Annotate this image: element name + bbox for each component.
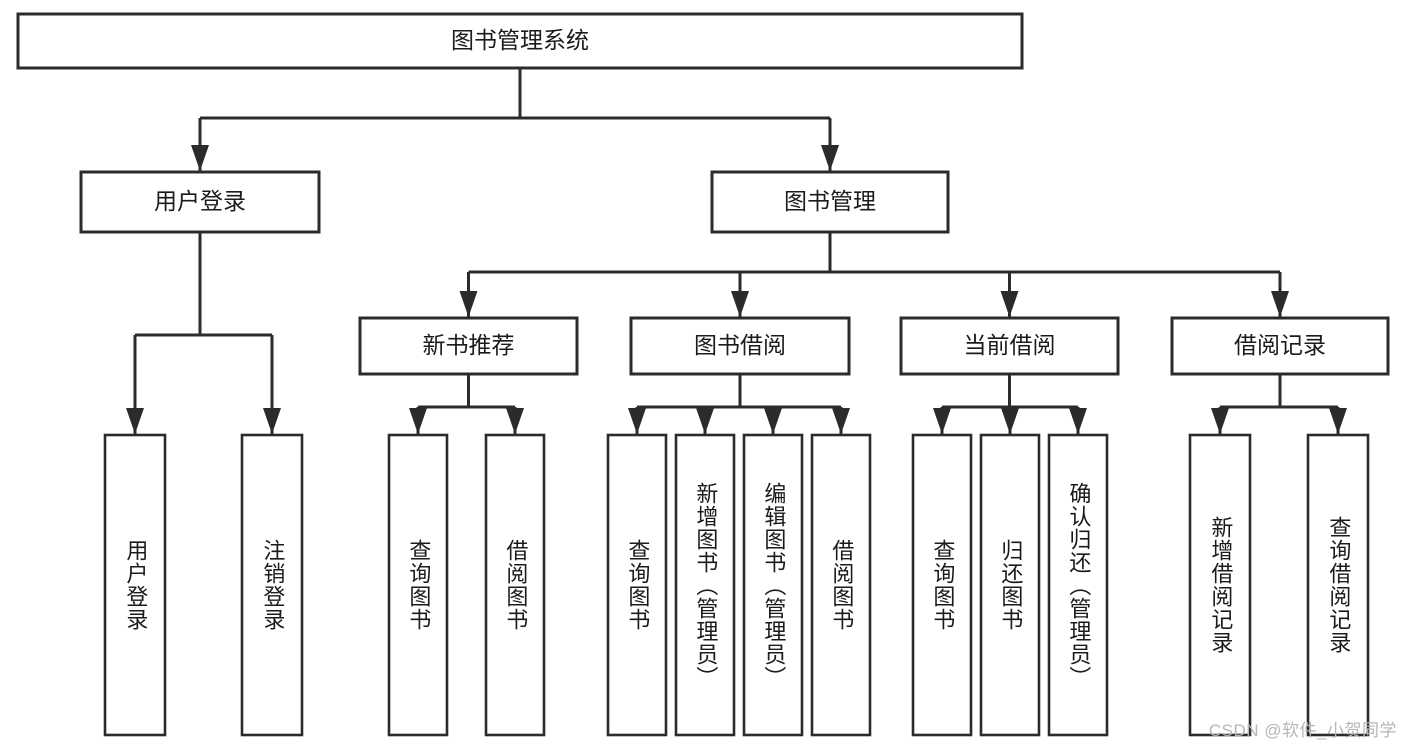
- connector-arrowhead: [764, 408, 782, 434]
- connector-arrowhead: [409, 408, 427, 434]
- node-leaf-12-rect[interactable]: [1306, 433, 1370, 737]
- connector-arrowhead: [1271, 291, 1289, 317]
- node-level1-0-rect[interactable]: [79, 170, 321, 234]
- connector-arrowhead: [1001, 408, 1019, 434]
- connector-arrowhead: [832, 408, 850, 434]
- node-leaf-11-rect[interactable]: [1188, 433, 1252, 737]
- node-leaf-7[interactable]: [810, 433, 872, 737]
- connector-arrowhead: [263, 408, 281, 434]
- node-leaf-2-rect[interactable]: [387, 433, 449, 737]
- node-leaf-5[interactable]: [674, 433, 736, 737]
- node-leaf-9-rect[interactable]: [979, 433, 1041, 737]
- node-level2-0-label: 新书推荐: [423, 332, 515, 358]
- connector-arrowhead: [628, 408, 646, 434]
- node-level1-1-rect[interactable]: [710, 170, 950, 234]
- node-level2-1-rect[interactable]: [629, 316, 851, 376]
- connector-arrowhead: [933, 408, 951, 434]
- node-leaf-3[interactable]: [484, 433, 546, 737]
- node-leaf-8[interactable]: [911, 433, 973, 737]
- connector-arrowhead: [1211, 408, 1229, 434]
- node-leaf-9[interactable]: [979, 433, 1041, 737]
- node-root-rect[interactable]: [16, 12, 1024, 70]
- node-leaf-7-rect[interactable]: [810, 433, 872, 737]
- connector-arrowhead: [126, 408, 144, 434]
- connector-arrowhead: [1329, 408, 1347, 434]
- connector-arrowhead: [696, 408, 714, 434]
- node-leaf-5-rect[interactable]: [674, 433, 736, 737]
- node-level2-1-label: 图书借阅: [694, 332, 786, 358]
- node-leaf-1[interactable]: [240, 433, 304, 737]
- node-leaf-0-rect[interactable]: [103, 433, 167, 737]
- node-level1-0-label: 用户登录: [154, 188, 246, 214]
- watermark-text: CSDN @软件_小贺同学: [1208, 721, 1397, 740]
- node-leaf-2[interactable]: [387, 433, 449, 737]
- connector-arrowhead: [1000, 291, 1019, 317]
- node-leaf-3-rect[interactable]: [484, 433, 546, 737]
- node-level2-2-rect[interactable]: [899, 316, 1120, 376]
- node-level2-2[interactable]: [899, 316, 1120, 376]
- box-layer: [16, 12, 1390, 737]
- node-leaf-12[interactable]: [1306, 433, 1370, 737]
- node-level2-3[interactable]: [1170, 316, 1390, 376]
- node-level2-0[interactable]: [358, 316, 579, 376]
- connector-arrowhead: [1069, 408, 1087, 434]
- node-level1-1-label: 图书管理: [784, 188, 876, 214]
- node-level2-2-label: 当前借阅: [964, 332, 1056, 358]
- node-leaf-0[interactable]: [103, 433, 167, 737]
- node-leaf-4-rect[interactable]: [606, 433, 668, 737]
- node-root-label: 图书管理系统: [451, 27, 589, 53]
- node-level2-1[interactable]: [629, 316, 851, 376]
- node-level2-3-label: 借阅记录: [1234, 332, 1326, 358]
- node-leaf-11[interactable]: [1188, 433, 1252, 737]
- node-leaf-6[interactable]: [742, 433, 804, 737]
- node-level2-0-rect[interactable]: [358, 316, 579, 376]
- node-leaf-4[interactable]: [606, 433, 668, 737]
- node-leaf-10[interactable]: [1047, 433, 1109, 737]
- connector-layer: [126, 68, 1347, 434]
- node-root[interactable]: [16, 12, 1024, 70]
- node-leaf-1-rect[interactable]: [240, 433, 304, 737]
- node-leaf-8-rect[interactable]: [911, 433, 973, 737]
- node-level1-1[interactable]: [710, 170, 950, 234]
- node-level2-3-rect[interactable]: [1170, 316, 1390, 376]
- connector-arrowhead: [821, 145, 839, 171]
- node-level1-0[interactable]: [79, 170, 321, 234]
- connector-arrowhead: [459, 291, 478, 317]
- node-leaf-6-rect[interactable]: [742, 433, 804, 737]
- connector-arrowhead: [191, 145, 209, 171]
- connector-arrowhead: [506, 408, 524, 434]
- node-leaf-10-rect[interactable]: [1047, 433, 1109, 737]
- connector-arrowhead: [731, 291, 749, 317]
